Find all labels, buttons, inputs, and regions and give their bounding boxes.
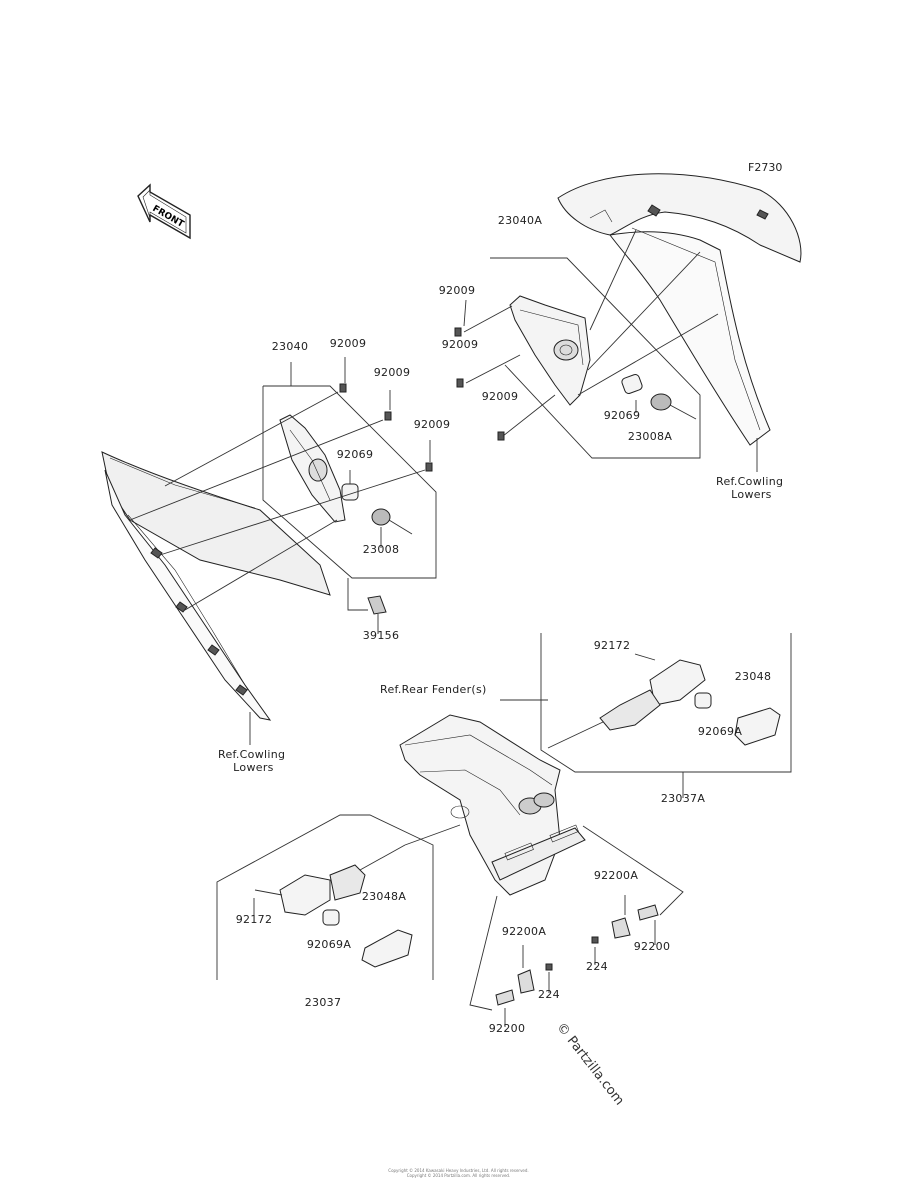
right-bulb-92069 [621, 374, 643, 394]
right-leader-lines [463, 229, 758, 472]
part-label-l-23037A: 23037A [660, 792, 706, 805]
copyright-footer: Copyright © 2014 Kawasaki Heavy Industri… [0, 1168, 917, 1178]
left-lens-23048A [361, 929, 413, 968]
right-rear-signal [547, 653, 706, 749]
rear-fender-assembly [399, 714, 586, 896]
part-label-l-92069-r: 92069 [603, 409, 641, 422]
part-label-l-92200A-r: 92200A [593, 869, 639, 882]
left-leader-lines [129, 357, 437, 745]
front-arrow-icon: FRONT [137, 183, 191, 240]
left-rear-signal [254, 824, 461, 916]
part-label-l-92200-r: 92200 [633, 940, 671, 953]
part-label-l-92200-l: 92200 [488, 1022, 526, 1035]
right-bulb-92069A [694, 692, 712, 709]
part-label-l-92069A-l: 92069A [306, 938, 352, 951]
part-label-l-23048A: 23048A [361, 890, 407, 903]
footer-line-1: Copyright © 2014 Kawasaki Heavy Industri… [388, 1168, 529, 1173]
part-label-l-23037: 23037 [304, 996, 342, 1009]
footer-line-2: Copyright © 2014 Partzilla.com. All righ… [406, 1173, 511, 1178]
part-label-l-23040: 23040 [271, 340, 309, 353]
left-rear-leader-lines [216, 814, 434, 980]
part-label-l-92172-l: 92172 [235, 913, 273, 926]
right-rear-leader-lines [500, 633, 792, 798]
right-socket-23008A [650, 393, 697, 420]
part-label-l-92009-f: 92009 [413, 418, 451, 431]
part-label-l-224-r: 224 [586, 960, 608, 973]
left-clip-39156 [367, 595, 387, 615]
part-label-l-39156: 39156 [362, 629, 400, 642]
left-socket-23008 [371, 508, 413, 535]
left-screws [339, 383, 433, 472]
part-label-l-92172-r: 92172 [593, 639, 631, 652]
part-label-l-92009-b: 92009 [441, 338, 479, 351]
part-label-l-23040A: 23040A [497, 214, 543, 227]
left-signal-housing [279, 414, 346, 523]
part-label-l-92069-l: 92069 [336, 448, 374, 461]
part-label-l-92009-d: 92009 [329, 337, 367, 350]
part-label-l-92009-a: 92009 [438, 284, 476, 297]
part-label-l-23008: 23008 [362, 543, 400, 556]
right-lens-23048 [734, 707, 781, 746]
left-cowling-panel [101, 451, 331, 721]
right-screws [454, 327, 505, 441]
ref-rear-fender: Ref.Rear Fender(s) [380, 683, 487, 696]
part-label-l-92009-c: 92009 [481, 390, 519, 403]
part-label-l-92069A-r: 92069A [697, 725, 743, 738]
ref-cowling-right: Ref.Cowling Lowers [716, 475, 784, 501]
right-signal-housing [509, 295, 591, 406]
left-bulb-92069A [322, 909, 340, 926]
right-cowling-panel [557, 173, 802, 446]
part-label-l-224-l: 224 [538, 988, 560, 1001]
part-label-l-92009-e: 92009 [373, 366, 411, 379]
diagram-code: F2730 [748, 161, 783, 174]
part-label-l-92200A-l: 92200A [501, 925, 547, 938]
part-label-l-23048: 23048 [734, 670, 772, 683]
part-label-l-23008A: 23008A [627, 430, 673, 443]
ref-cowling-left: Ref.Cowling Lowers [218, 748, 286, 774]
plate-brackets [469, 825, 684, 1027]
